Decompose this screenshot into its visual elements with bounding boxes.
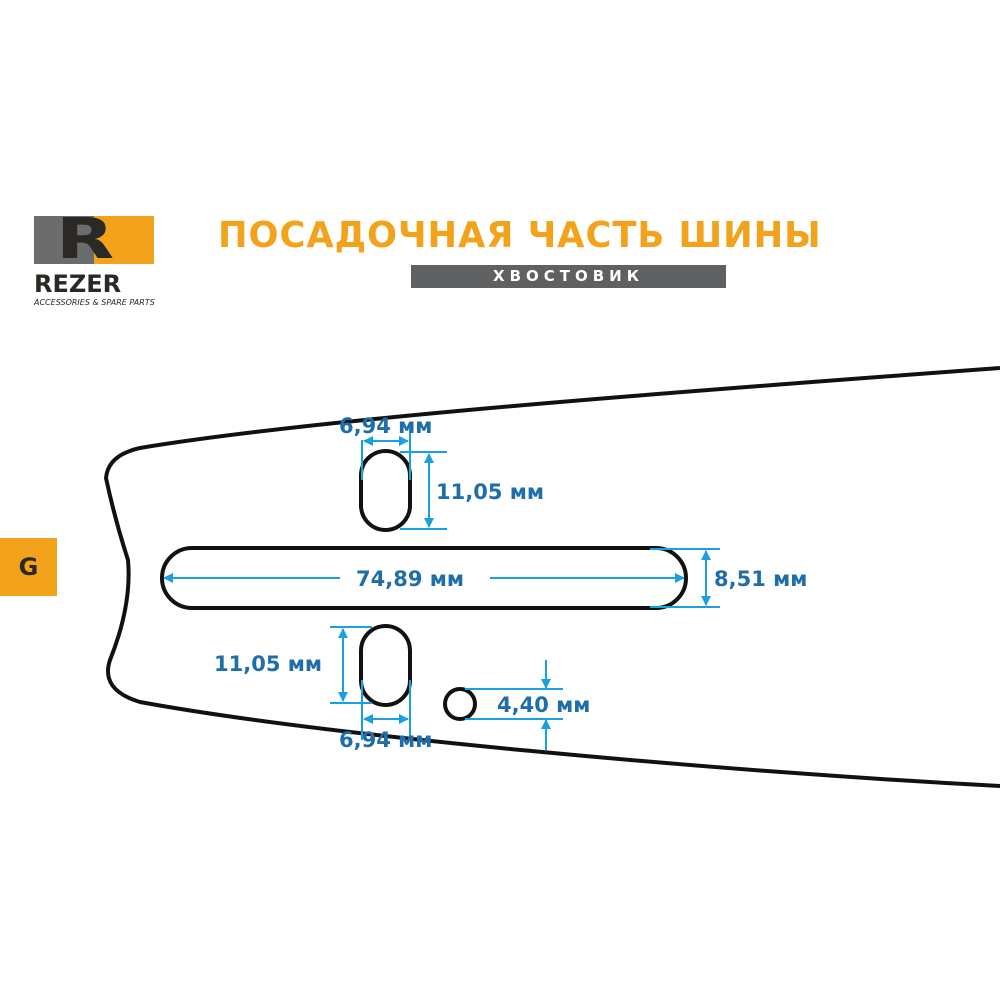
long-slot [160, 546, 688, 610]
dimension-lines [163, 425, 720, 750]
long-slot-height-label: 8,51 мм [714, 567, 807, 591]
logo-orange-block [94, 216, 154, 264]
page-title: ПОСАДОЧНАЯ ЧАСТЬ ШИНЫ [218, 215, 822, 256]
bar-outline [103, 366, 1000, 788]
logo-letter: R [56, 207, 115, 272]
brand-tagline: ACCESSORIES & SPARE PARTS [34, 298, 155, 307]
top-oval-slot [359, 449, 412, 532]
page-subtitle: ХВОСТОВИК [411, 265, 726, 288]
top-slot-height-label: 11,05 мм [436, 480, 544, 504]
round-hole [443, 687, 477, 721]
top-slot-width-label: 6,94 мм [339, 414, 432, 438]
brand-name: REZER [34, 270, 122, 298]
hole-diameter-label: 4,40 мм [497, 693, 590, 717]
logo-gray-block [34, 216, 94, 264]
mount-type-badge: G [0, 538, 57, 596]
bottom-slot-height-label: 11,05 мм [214, 652, 322, 676]
rezer-logo: R REZER ACCESSORIES & SPARE PARTS [34, 212, 169, 307]
bottom-oval-slot [359, 624, 412, 707]
long-slot-length-label: 74,89 мм [356, 567, 464, 591]
bottom-slot-width-label: 6,94 мм [339, 728, 432, 752]
